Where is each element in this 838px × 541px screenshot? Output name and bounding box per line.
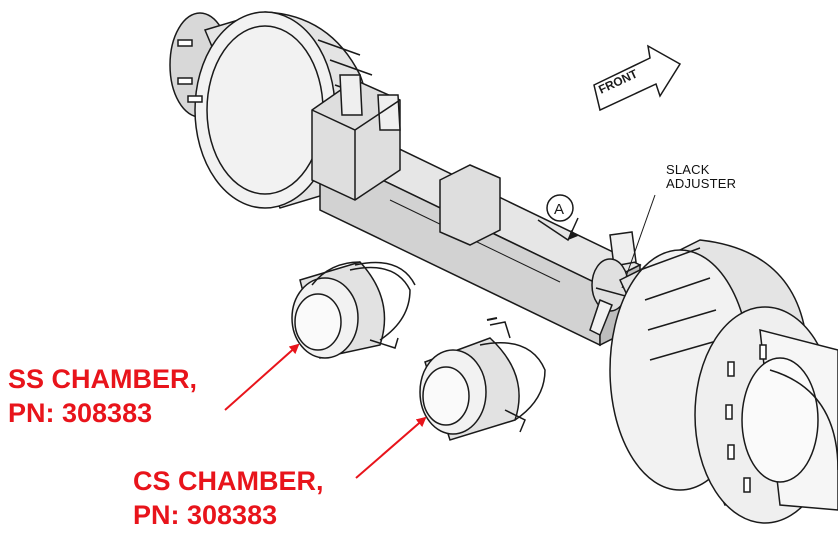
slack-adjuster-label-line1: SLACK [666, 162, 710, 177]
ss-chamber-callout: SS CHAMBER, PN: 308383 [8, 362, 197, 430]
suspension-bracket-left [311, 74, 401, 201]
ss-chamber-callout-line1: SS CHAMBER, [8, 364, 198, 394]
cs-brake-chamber [419, 317, 546, 441]
slack-adjuster-label: SLACK ADJUSTER [666, 163, 736, 191]
cs-chamber-callout-line1: CS CHAMBER, [133, 466, 324, 496]
front-direction-arrow: FRONT [593, 44, 682, 112]
ss-chamber-callout-line2: PN: 308383 [8, 398, 153, 428]
cs-chamber-callout: CS CHAMBER, PN: 308383 [133, 464, 324, 532]
slack-adjuster [589, 194, 656, 337]
view-a-marker: A [537, 194, 579, 242]
cs-chamber-callout-line2: PN: 308383 [133, 500, 278, 530]
ss-brake-chamber [291, 261, 416, 359]
view-a-label: A [554, 201, 564, 218]
ss-chamber-callout-arrow [224, 343, 300, 411]
right-brake-drum [609, 239, 838, 524]
suspension-bracket-right [439, 164, 637, 267]
slack-adjuster-label-line2: ADJUSTER [666, 176, 737, 191]
cs-chamber-callout-arrow [355, 416, 427, 479]
